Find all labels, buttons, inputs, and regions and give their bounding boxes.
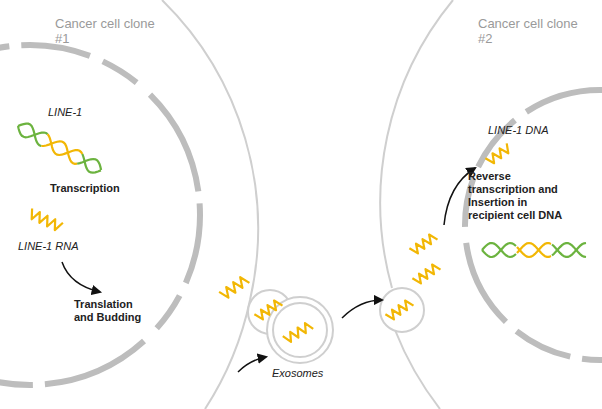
dna-helix [18, 124, 41, 146]
cell-membrane [395, 330, 440, 409]
rna-strand [254, 301, 282, 320]
text-label: Exosomes [272, 367, 342, 380]
dna-helix [482, 243, 516, 257]
text-label: Transcription [50, 182, 140, 195]
rna-strand [219, 277, 249, 297]
dna-helix [77, 159, 101, 170]
dna-helix [517, 243, 551, 257]
dna-helix [482, 243, 516, 257]
rna-strand [409, 235, 437, 254]
text-label: Cancer cell clone #1 [55, 16, 155, 46]
rna-strand [283, 323, 313, 342]
rna-strand [485, 143, 508, 163]
cell-membrane [380, 0, 453, 288]
flow-arrow [342, 300, 382, 318]
text-label: Cancer cell clone #2 [478, 16, 578, 46]
rna-strand [412, 265, 440, 284]
text-label: LINE-1 RNA [18, 240, 108, 253]
dna-helix [552, 243, 586, 257]
dna-helix [552, 243, 586, 257]
flow-arrow [62, 262, 100, 292]
text-label: LINE-1 [48, 106, 108, 119]
dna-helix [517, 243, 551, 257]
nucleus-envelope [465, 90, 602, 360]
text-label: LINE-1 DNA [488, 124, 578, 137]
exosome [273, 303, 327, 357]
cell-membrane [205, 300, 250, 409]
rna-strand [32, 209, 63, 231]
text-label: Translation and Budding [74, 298, 154, 324]
text-label: Reverse transcription and Insertion in r… [468, 170, 568, 222]
endocytic-vesicle [380, 288, 424, 332]
dna-helix [41, 141, 77, 164]
rna-strand [385, 301, 413, 320]
cell-membrane [162, 0, 258, 300]
exosome [267, 297, 333, 363]
nucleus-envelope [0, 45, 200, 385]
flow-arrow [238, 357, 266, 372]
